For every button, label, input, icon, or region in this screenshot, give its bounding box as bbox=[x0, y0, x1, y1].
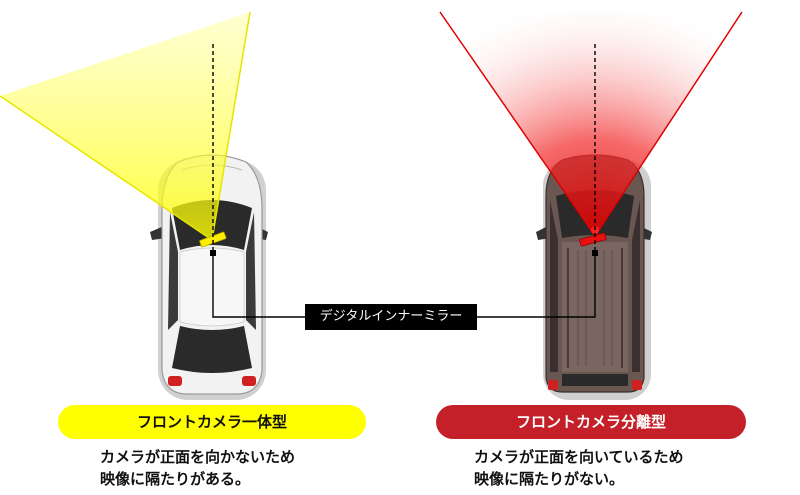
right-description-line2: 映像に隔たりがない。 bbox=[474, 470, 625, 488]
left-camera-view-cone bbox=[0, 12, 250, 240]
right-description-line1: カメラが正面を向いているため bbox=[474, 448, 684, 466]
right-car-tail-light-right bbox=[632, 380, 642, 390]
left-mirror-marker bbox=[210, 250, 216, 256]
left-car-side-window-left bbox=[168, 212, 178, 330]
left-cone-edge-right bbox=[211, 11, 251, 241]
front-camera-integrated-label: フロントカメラ一体型 bbox=[58, 405, 366, 439]
right-camera-icon bbox=[579, 232, 607, 247]
right-description: カメラが正面を向いているため 映像に隔たりがない。 bbox=[474, 446, 684, 490]
right-connector-line bbox=[477, 256, 596, 318]
right-car-rear-window bbox=[562, 374, 628, 386]
digital-inner-mirror-label: デジタルインナーミラー bbox=[305, 304, 477, 330]
left-description-line2: 映像に隔たりがある。 bbox=[100, 470, 251, 488]
right-car-side-window-left bbox=[550, 200, 558, 372]
right-cone-edge-left bbox=[439, 11, 596, 237]
left-car-roof bbox=[179, 247, 245, 327]
front-camera-separate-label: フロントカメラ分離型 bbox=[436, 405, 746, 439]
right-car-side-window-right bbox=[632, 200, 640, 372]
left-description-line1: カメラが正面を向かないため bbox=[100, 448, 296, 466]
left-connector-line bbox=[212, 256, 305, 318]
right-cone-edge-right bbox=[594, 11, 743, 237]
left-camera-icon bbox=[199, 231, 227, 248]
left-car-tail-light-right bbox=[242, 376, 256, 386]
left-car-tail-light-left bbox=[168, 376, 182, 386]
left-car-side-window-right bbox=[246, 212, 256, 330]
left-car bbox=[150, 154, 268, 400]
right-camera-view-cone bbox=[440, 12, 742, 236]
right-mirror-marker bbox=[592, 250, 598, 256]
left-description: カメラが正面を向かないため 映像に隔たりがある。 bbox=[100, 446, 295, 490]
left-cone-edge-left bbox=[0, 95, 213, 241]
right-car-tail-light-left bbox=[548, 380, 558, 390]
left-car-rear-window bbox=[172, 326, 252, 373]
